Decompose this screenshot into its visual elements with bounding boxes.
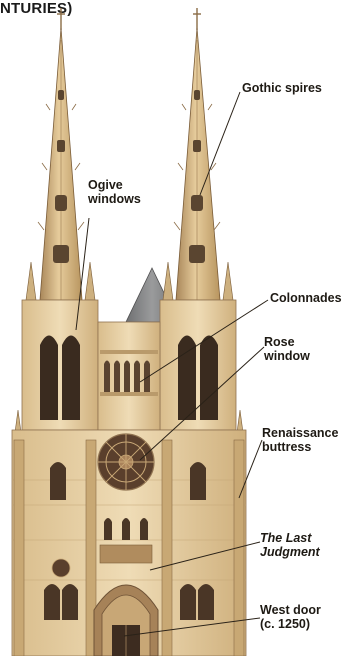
left-spire bbox=[38, 8, 84, 300]
label-rose-window: Rose window bbox=[264, 335, 310, 363]
label-colonnades: Colonnades bbox=[270, 291, 342, 305]
right-spire bbox=[174, 8, 220, 300]
label-ogive-windows: Ogive windows bbox=[88, 178, 141, 206]
judgment-relief bbox=[100, 545, 152, 563]
label-last-judgment: The Last Judgment bbox=[260, 531, 320, 559]
label-gothic-spires: Gothic spires bbox=[242, 81, 322, 95]
rose-window bbox=[98, 434, 154, 490]
small-rose-left bbox=[52, 559, 70, 577]
judgment-band bbox=[104, 518, 148, 540]
left-tower bbox=[22, 300, 98, 430]
right-tower bbox=[160, 300, 236, 430]
label-renaissance-buttress: Renaissance buttress bbox=[262, 426, 338, 454]
label-west-door: West door (c. 1250) bbox=[260, 603, 321, 631]
